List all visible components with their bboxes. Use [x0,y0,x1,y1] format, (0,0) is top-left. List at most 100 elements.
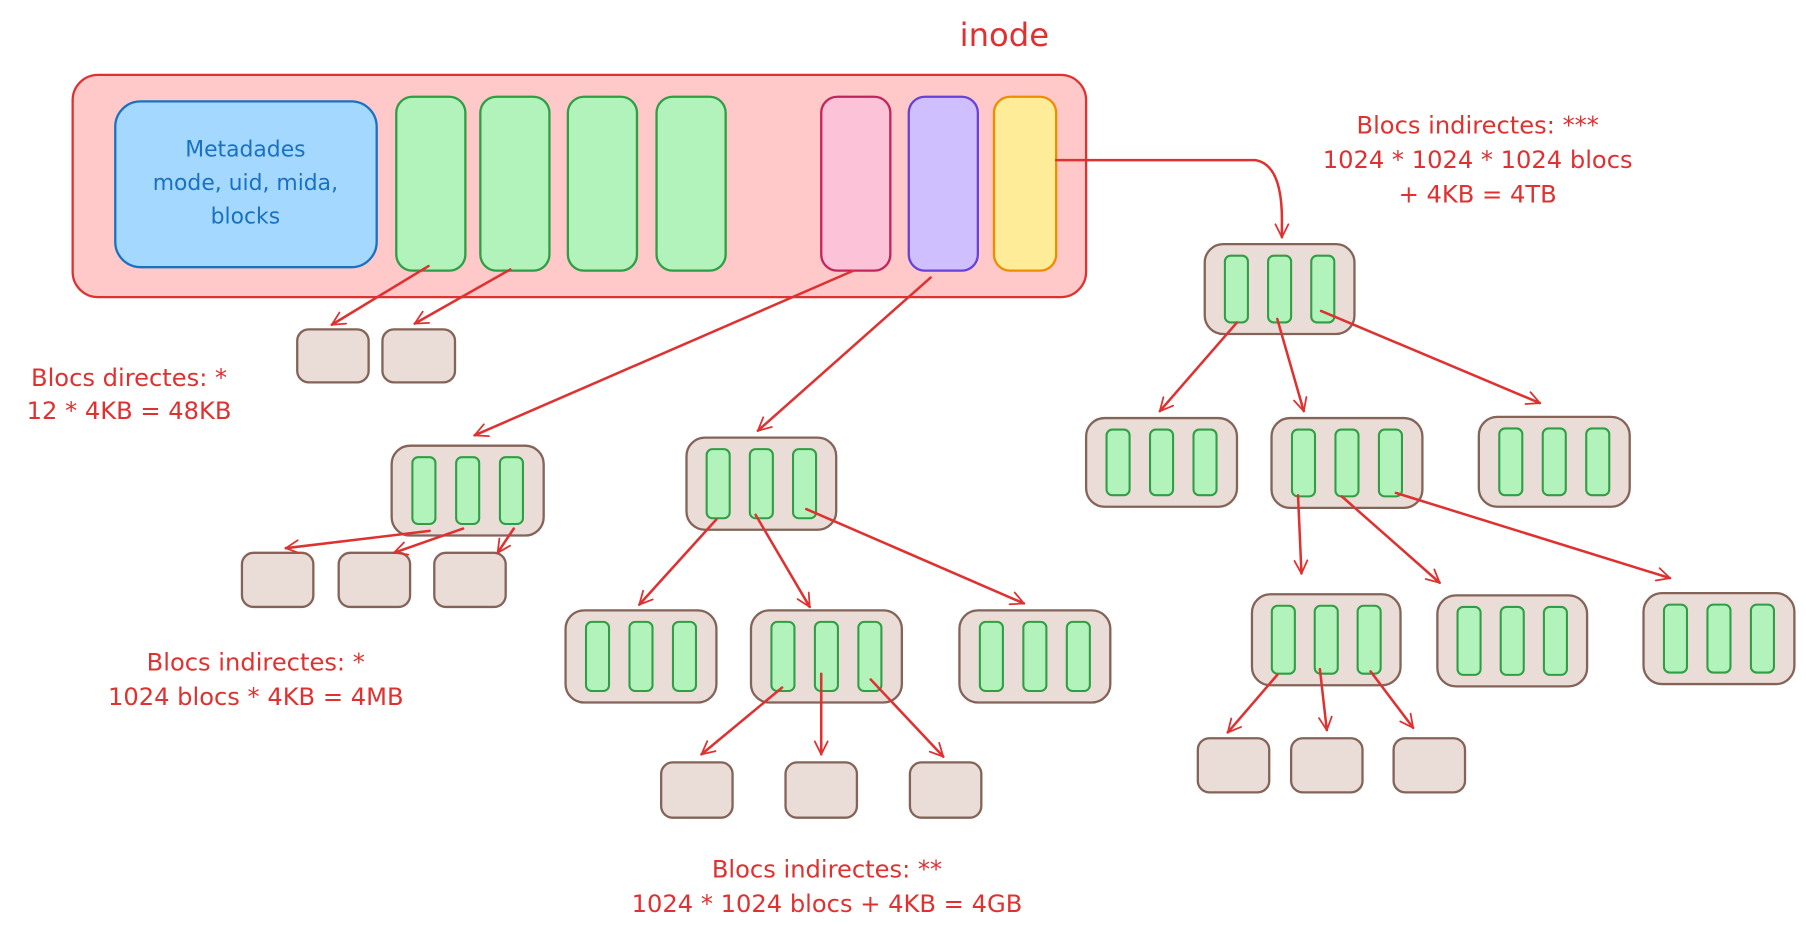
indirect-block-table [1436,594,1589,688]
pointer-entry [1499,605,1525,676]
pointer-entry [584,620,611,693]
pointer-arrow [1276,317,1308,413]
pointer-arrow [496,527,516,555]
pointer-arrow [1226,673,1279,734]
data-block [784,761,859,819]
pointer-entry [1498,427,1524,497]
pointer-arrow [1293,493,1309,575]
pointer-entry [1267,254,1293,324]
pointer-entry [791,448,818,520]
direct-pointer-slot [395,95,467,272]
double-indirect-label-line-1: Blocs indirectes: ** [712,856,942,884]
metadata-line-3: blocks [211,204,280,229]
pointer-arrow [330,264,430,327]
triple-indirect-label-line-1: Blocs indirectes: *** [1357,112,1599,140]
single-indirect-label: Blocs indirectes: * 1024 blocs * 4KB = 4… [108,648,404,711]
direct-pointer-slot [479,95,551,272]
direct-label-line-1: Blocs directes: * [31,364,227,392]
pointer-arrow [804,507,1026,606]
pointer-entry [1223,254,1249,324]
inode-structure: Metadades mode, uid, mida, blocks [71,73,1088,299]
data-block [908,761,983,819]
triple-indirect-label-line-3: + 4KB = 4TB [1399,181,1557,209]
indirect-block-table [749,609,903,704]
metadata-line-2: mode, uid, mida, [153,171,338,196]
pointer-arrow [1319,309,1542,405]
pointer-entry [1456,605,1482,676]
indirect-block-table [564,609,718,704]
pointer-arrow [754,513,811,609]
indirect-block-table [1477,415,1631,508]
pointer-entry [498,456,524,526]
pointer-entry [1542,605,1568,676]
pointer-entry [1022,620,1048,693]
pointer-entry [1192,428,1218,497]
pointer-arrow [473,269,855,437]
data-block [433,551,507,609]
direct-pointer-slot [566,95,639,272]
pointer-entry [1334,428,1360,498]
indirect-block-table [1084,416,1239,508]
block-layer [240,243,1796,819]
indirect-block-table [390,444,545,537]
pointer-entry [813,620,839,693]
pointer-entry [671,620,698,693]
metadata-line-1: Metadades [185,138,305,163]
triple-indirect-pointer-slot [992,95,1058,272]
pointer-arrow [700,686,784,756]
pointer-arrow [756,276,932,432]
pointer-entry [1270,604,1296,675]
pointer-entry [748,448,774,520]
single-indirect-label-line-1: Blocs indirectes: * [147,648,365,676]
data-block [1392,737,1467,794]
pointer-arrow [1318,667,1333,732]
indirect-block-table [1203,243,1356,336]
single-indirect-pointer-slot [820,95,892,272]
pointer-entry [857,620,883,693]
pointer-entry [770,620,796,693]
indirect-block-table [1642,591,1796,686]
pointer-entry [705,448,731,520]
pointer-entry [1541,427,1567,497]
pointer-entry [1585,427,1611,497]
data-block [1196,737,1271,794]
pointer-arrow [869,678,945,758]
double-indirect-label: Blocs indirectes: ** 1024 * 1024 blocs +… [632,856,1023,919]
pointer-entry [1749,603,1775,674]
data-block [381,328,457,384]
indirect-block-table [685,436,838,531]
triple-indirect-label-line-2: 1024 * 1024 * 1024 blocs [1323,146,1633,174]
pointer-entry [1706,603,1732,674]
pointer-arrow [1369,670,1415,730]
triple-indirect-label: Blocs indirectes: *** 1024 * 1024 * 1024… [1323,112,1633,209]
pointer-arrow [1340,495,1441,585]
pointer-entry [978,620,1004,693]
data-block [1289,737,1364,794]
pointer-entry [1377,428,1403,498]
direct-blocks-label: Blocs directes: * 12 * 4KB = 48KB [27,364,232,425]
single-indirect-label-line-2: 1024 blocs * 4KB = 4MB [108,683,404,711]
pointer-arrow [392,527,465,556]
data-block [659,761,734,819]
pointer-entry [628,620,654,693]
pointer-entry [455,456,481,526]
data-block [240,551,315,609]
pointer-arrow [1394,491,1672,582]
pointer-entry [1313,604,1339,675]
data-block [296,328,370,384]
pointer-entry [1065,620,1091,693]
pointer-entry [1310,254,1336,324]
pointer-arrow [1054,158,1290,239]
indirect-block-table [1250,593,1402,687]
pointer-entry [411,456,437,526]
pointer-arrow [413,268,512,325]
indirect-block-table [1270,416,1424,510]
pointer-entry [1148,428,1175,497]
direct-label-line-2: 12 * 4KB = 48KB [27,397,232,425]
arrow-layer [284,158,1672,758]
pointer-entry [1105,428,1131,497]
indirect-block-table [958,609,1112,704]
pointer-entry [1662,603,1689,674]
double-indirect-label-line-2: 1024 * 1024 blocs + 4KB = 4GB [632,890,1023,918]
